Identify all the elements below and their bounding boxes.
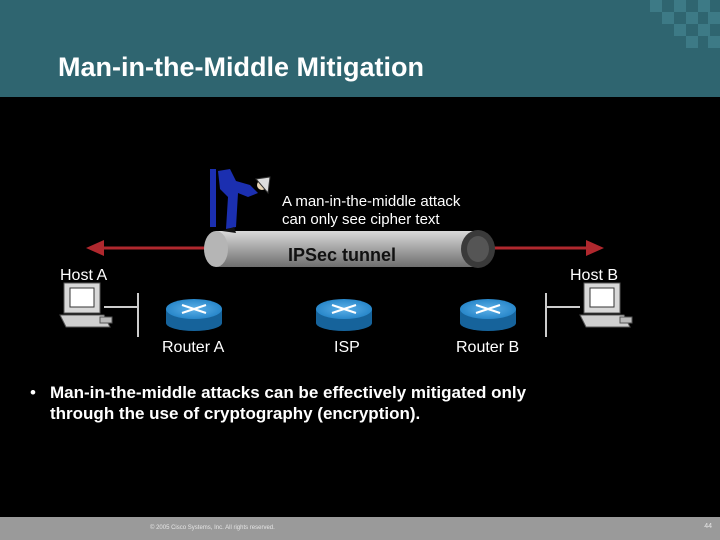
router-icon bbox=[316, 299, 372, 331]
host-a-label: Host A bbox=[60, 267, 107, 285]
attacker-caption-line1: A man-in-the-middle attack bbox=[282, 193, 522, 211]
router-b-label: Router B bbox=[456, 339, 519, 357]
diagram: A man-in-the-middle attack can only see … bbox=[0, 97, 720, 517]
bullet-text: Man-in-the-middle attacks can be effecti… bbox=[50, 382, 570, 424]
attacker-caption: A man-in-the-middle attack can only see … bbox=[282, 193, 522, 229]
computer-icon bbox=[60, 283, 112, 327]
host-b-label: Host B bbox=[570, 267, 618, 285]
router-icon bbox=[166, 299, 222, 331]
footer: © 2005 Cisco Systems, Inc. All rights re… bbox=[0, 517, 720, 540]
page-number: 44 bbox=[704, 523, 712, 530]
copyright-text: © 2005 Cisco Systems, Inc. All rights re… bbox=[150, 525, 275, 531]
diagram-canvas bbox=[0, 97, 720, 517]
page-title: Man-in-the-Middle Mitigation bbox=[58, 52, 424, 83]
title-bar: Man-in-the-Middle Mitigation bbox=[0, 0, 720, 97]
isp-label: ISP bbox=[334, 339, 360, 357]
router-icon bbox=[460, 299, 516, 331]
attacker-caption-line2: can only see cipher text bbox=[282, 211, 522, 229]
header-decoration bbox=[540, 0, 720, 60]
router-a-label: Router A bbox=[162, 339, 224, 357]
bullet-marker: • bbox=[30, 382, 36, 403]
computer-icon bbox=[580, 283, 632, 327]
tunnel-label: IPSec tunnel bbox=[288, 245, 396, 266]
attacker-figure-icon bbox=[210, 169, 270, 233]
